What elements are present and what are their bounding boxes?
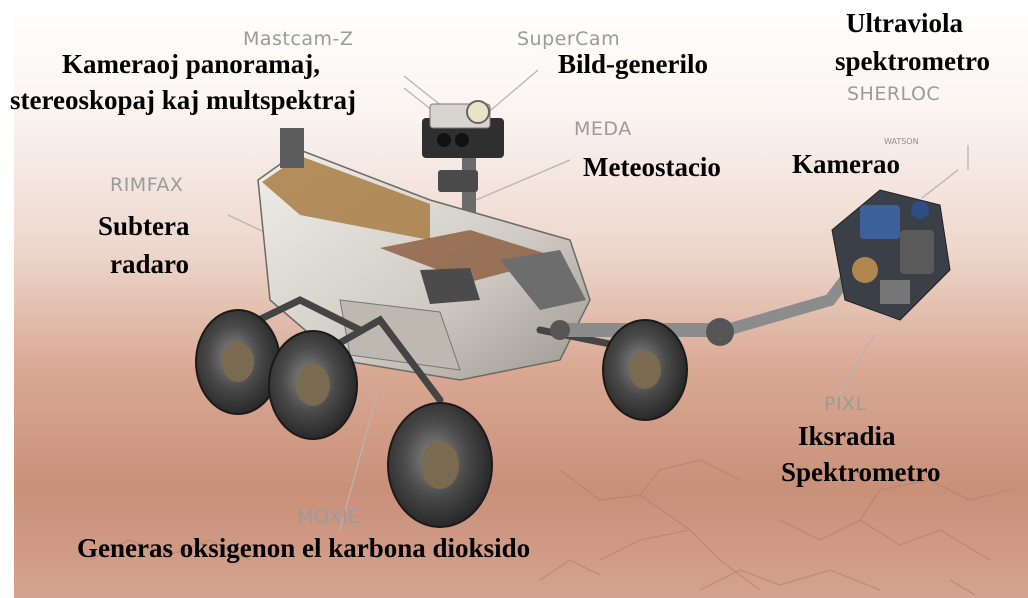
- label-meda: MEDA: [574, 120, 632, 139]
- desc-watson: Kamerao: [792, 151, 900, 178]
- desc-rimfax-line2: radaro: [110, 251, 189, 278]
- desc-rimfax-line1: Subtera: [98, 213, 190, 240]
- label-supercam: SuperCam: [517, 30, 620, 49]
- desc-pixl-line1: Iksradia: [798, 423, 896, 450]
- label-pixl: PIXL: [824, 395, 867, 414]
- desc-pixl-line2: Spektrometro: [781, 459, 940, 486]
- desc-meda: Meteostacio: [583, 154, 721, 181]
- label-sherloc: SHERLOC: [847, 85, 940, 104]
- desc-moxie: Generas oksigenon el karbona dioksido: [77, 535, 530, 562]
- desc-sherloc-line1: Ultraviola: [846, 10, 963, 37]
- desc-mastcam-line1: Kameraoj panoramaj,: [62, 51, 320, 78]
- label-watson: WATSON: [884, 138, 919, 146]
- desc-mastcam-line2: stereoskopaj kaj multspektraj: [10, 87, 356, 114]
- desc-supercam: Bild-generilo: [558, 51, 708, 78]
- desc-sherloc-line2: spektrometro: [835, 48, 990, 75]
- label-rimfax: RIMFAX: [110, 176, 183, 195]
- label-mastcam-z: Mastcam-Z: [243, 30, 353, 49]
- label-moxie: MOXIE: [297, 508, 360, 527]
